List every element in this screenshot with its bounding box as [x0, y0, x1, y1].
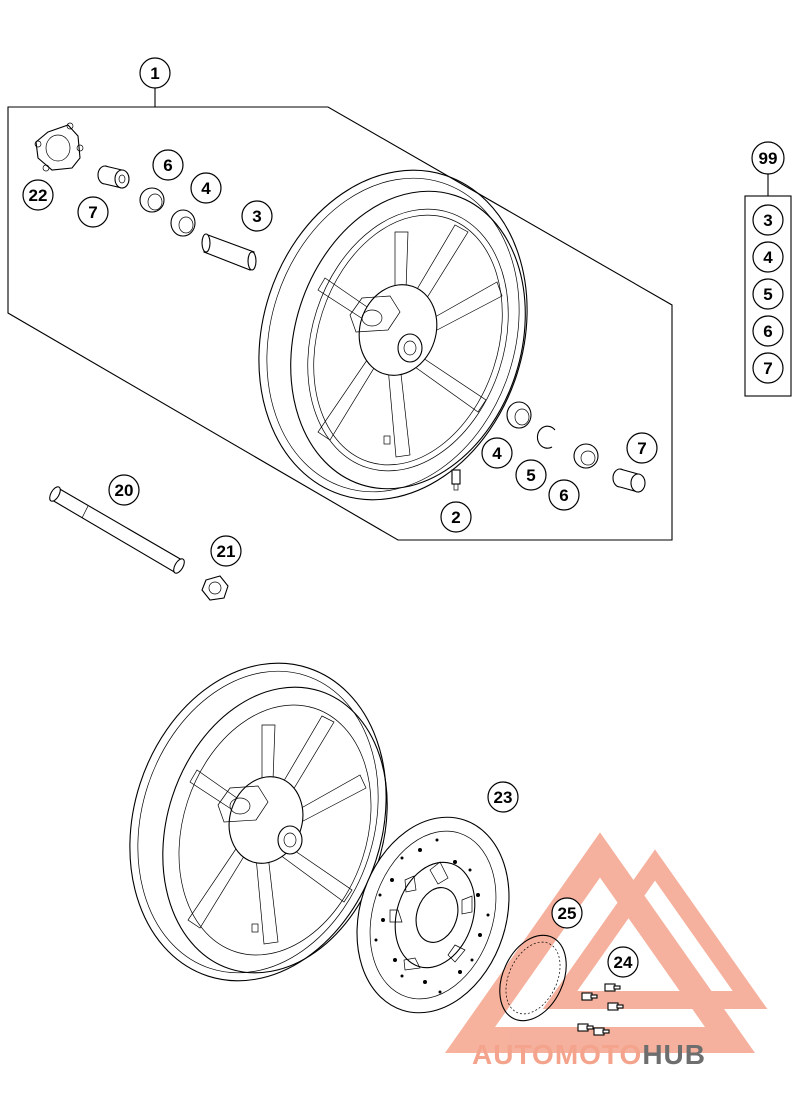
- callout-20: 20: [108, 474, 140, 506]
- callout-2: 2: [440, 501, 472, 533]
- callout-label: 6: [559, 486, 568, 505]
- callout-circle: [152, 149, 184, 181]
- watermark-logo: [444, 832, 768, 1053]
- callout-3: 3: [241, 200, 273, 232]
- callout-circle: [752, 278, 784, 310]
- callout-7: 7: [77, 196, 109, 228]
- callout-circle: [626, 432, 658, 464]
- part-6-seal-right: [573, 443, 599, 469]
- kit-label: 99: [759, 149, 778, 168]
- callout-label: 7: [637, 439, 646, 458]
- callout-circle: [548, 479, 580, 511]
- wheel-bottom: [129, 662, 388, 982]
- part-3-spacer-sleeve: [201, 233, 257, 271]
- watermark-part2: MOTO: [555, 1039, 642, 1070]
- part-20-axle: [49, 486, 185, 574]
- callout-label: 4: [492, 444, 502, 463]
- callout-label: 23: [494, 788, 513, 807]
- callout-25: 25: [551, 897, 583, 929]
- callout-circle: [752, 241, 784, 273]
- callout-circle: [22, 179, 54, 211]
- watermark-text: AUTOMOTOHUB: [472, 1039, 706, 1070]
- callout-circle: [607, 946, 639, 978]
- part-5-circlip: [536, 425, 556, 449]
- callout-circle: [440, 501, 472, 533]
- callout-21: 21: [210, 535, 242, 567]
- leader-lines: [154, 88, 769, 196]
- part-24-screws: [577, 983, 624, 1036]
- part-21-axle-nut: [201, 575, 229, 601]
- svg-text:AUTOMOTOHUB: AUTOMOTOHUB: [472, 1039, 706, 1070]
- callout-circle: [751, 141, 785, 175]
- part-25-abs-ring: [499, 934, 567, 1022]
- callout-6: 6: [548, 479, 580, 511]
- callout-circle: [515, 459, 547, 491]
- callout-6: 6: [152, 149, 184, 181]
- callout-circle: [752, 352, 784, 384]
- callout-7: 7: [626, 432, 658, 464]
- callout-circle: [481, 437, 513, 469]
- kit-item-label: 3: [763, 211, 772, 230]
- wheel-top: [258, 169, 528, 501]
- callout-label: 5: [526, 466, 535, 485]
- callout-4: 4: [190, 172, 222, 204]
- callout-23: 23: [487, 781, 519, 813]
- callout-circle: [241, 200, 273, 232]
- kit-item-label: 5: [763, 285, 772, 304]
- callout-99: 99: [751, 141, 785, 175]
- callout-label: 2: [451, 508, 460, 527]
- kit-item-5: 5: [752, 278, 784, 310]
- kit-item-3: 3: [752, 204, 784, 236]
- callout-1: 1: [139, 57, 171, 89]
- part-22-sensor-bracket: [34, 122, 84, 172]
- kit-item-label: 6: [763, 322, 772, 341]
- callout-label: 3: [252, 207, 261, 226]
- callout-circle: [108, 474, 140, 506]
- part-7-spacer-left: [97, 165, 130, 189]
- callout-circle: [752, 204, 784, 236]
- watermark-part1: AUTO: [472, 1039, 555, 1070]
- callout-24: 24: [607, 946, 639, 978]
- callout-4: 4: [481, 437, 513, 469]
- part-4-bearing-right: [506, 401, 532, 429]
- callout-label: 20: [115, 481, 134, 500]
- part-7-spacer-right: [612, 468, 646, 493]
- part-23-brake-disc: [356, 816, 510, 1014]
- callout-label: 4: [201, 179, 211, 198]
- callout-label: 7: [88, 203, 97, 222]
- callout-label: 21: [217, 542, 236, 561]
- callout-circle: [77, 196, 109, 228]
- watermark-part3: HUB: [642, 1039, 706, 1070]
- callout-circle: [139, 57, 171, 89]
- part-6-seal-left: [139, 187, 165, 213]
- kit-item-7: 7: [752, 352, 784, 384]
- callout-5: 5: [515, 459, 547, 491]
- part-4-bearing-left: [170, 209, 196, 237]
- part-2-valve: [451, 469, 461, 491]
- kit-item-label: 7: [763, 359, 772, 378]
- kit-99-box: [744, 195, 792, 397]
- callout-circle: [190, 172, 222, 204]
- callout-label: 6: [163, 156, 172, 175]
- callout-circle: [210, 535, 242, 567]
- callout-label: 1: [150, 64, 159, 83]
- kit-item-4: 4: [752, 241, 784, 273]
- callout-circle: [752, 315, 784, 347]
- callout-label: 22: [29, 186, 48, 205]
- kit-item-6: 6: [752, 315, 784, 347]
- callout-label: 25: [558, 904, 577, 923]
- callout-22: 22: [22, 179, 54, 211]
- callout-circle: [551, 897, 583, 929]
- kit-item-label: 4: [763, 248, 773, 267]
- callout-label: 24: [614, 953, 633, 972]
- callout-circle: [487, 781, 519, 813]
- assembly-boundary: [7, 106, 673, 541]
